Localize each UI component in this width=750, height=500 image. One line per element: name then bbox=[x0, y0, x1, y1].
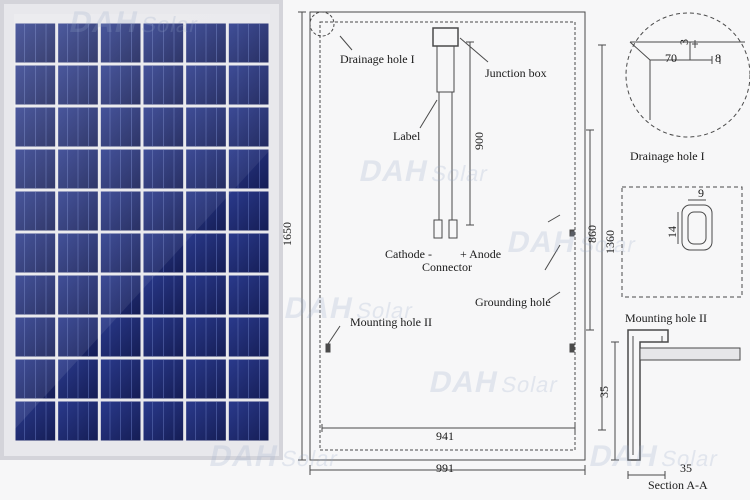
section-mark bbox=[547, 214, 561, 301]
leader-grounding bbox=[544, 244, 561, 271]
cable-dimension-line bbox=[466, 41, 474, 226]
label-connector: Connector bbox=[422, 260, 472, 274]
label-mounting-hole: Mounting hole II bbox=[350, 315, 432, 329]
watermark: DAHSolar bbox=[504, 226, 639, 259]
dim-860-line bbox=[586, 129, 594, 331]
mounting-detail-dim-14: 14 bbox=[665, 226, 679, 238]
mounting-hole-slot bbox=[681, 204, 713, 251]
mounting-detail-dim-9: 9 bbox=[698, 186, 704, 200]
dim-941: 941 bbox=[436, 429, 454, 443]
mounting-hole-right bbox=[569, 343, 575, 353]
mounting-detail-title: Mounting hole II bbox=[625, 311, 707, 325]
mounting-detail-box bbox=[621, 186, 743, 298]
section-dim-height: 35 bbox=[597, 386, 611, 398]
label-junction-box: Junction box bbox=[485, 66, 547, 80]
label-drainage-hole: Drainage hole I bbox=[340, 52, 415, 66]
junction-box-shape bbox=[432, 27, 459, 47]
section-profile-inner bbox=[632, 336, 663, 455]
leader-junction bbox=[459, 37, 489, 63]
height-dimension-line bbox=[298, 11, 306, 461]
section-glass bbox=[639, 347, 741, 361]
watermark: DAHSolar bbox=[356, 155, 491, 188]
leader-drainage bbox=[339, 35, 353, 51]
section-dim-w bbox=[627, 471, 666, 479]
anode-connector bbox=[448, 219, 458, 239]
section-profile-outer bbox=[627, 329, 669, 461]
section-dim-width: 35 bbox=[680, 461, 692, 475]
watermark: DAHSolar bbox=[426, 366, 561, 399]
section-dim-h bbox=[611, 341, 619, 461]
dim-1360: 1360 bbox=[603, 230, 617, 254]
dim-991: 991 bbox=[436, 461, 454, 475]
grounding-hole-mark bbox=[569, 229, 575, 237]
dim-941-line bbox=[321, 424, 576, 432]
watermark: DAHSolar bbox=[206, 440, 341, 473]
junction-box-body bbox=[436, 45, 455, 93]
drainage-detail-profile bbox=[629, 41, 745, 120]
back-view-inner-frame bbox=[319, 21, 576, 451]
watermark: DAHSolar bbox=[66, 6, 201, 39]
leader-mounting bbox=[327, 325, 341, 345]
mounting-hole-slot-inner bbox=[687, 211, 707, 245]
drainage-dim-8: 8 bbox=[715, 51, 721, 65]
dim-cable: 900 bbox=[472, 132, 486, 150]
label-grounding-hole: Grounding hole bbox=[475, 295, 551, 309]
drainage-detail-3 bbox=[692, 40, 698, 48]
mounting-hole-left bbox=[325, 343, 331, 353]
drainage-dim-70: 70 bbox=[665, 51, 677, 65]
drainage-dim-3: 3 bbox=[677, 39, 691, 45]
dim-1360-line bbox=[598, 44, 606, 431]
drainage-detail-circle bbox=[625, 12, 750, 138]
drainage-hole-marker bbox=[309, 11, 335, 37]
label-label: Label bbox=[393, 129, 421, 143]
watermark: DAHSolar bbox=[586, 440, 721, 473]
dim-860: 860 bbox=[585, 225, 599, 243]
cable-lines bbox=[438, 92, 453, 220]
dim-height: 1650 bbox=[280, 222, 294, 246]
dim-991-line bbox=[309, 465, 586, 475]
label-cathode: Cathode - bbox=[385, 247, 432, 261]
cathode-connector bbox=[433, 219, 443, 239]
drainage-detail-title: Drainage hole I bbox=[630, 149, 705, 163]
label-anode: + Anode bbox=[460, 247, 502, 261]
drainage-detail-70 bbox=[660, 56, 721, 64]
back-view-outer-frame bbox=[309, 11, 586, 461]
leader-label bbox=[419, 99, 438, 129]
panel-glare bbox=[14, 14, 270, 430]
solar-panel-front-view bbox=[0, 0, 283, 460]
section-title: Section A-A bbox=[648, 478, 708, 492]
